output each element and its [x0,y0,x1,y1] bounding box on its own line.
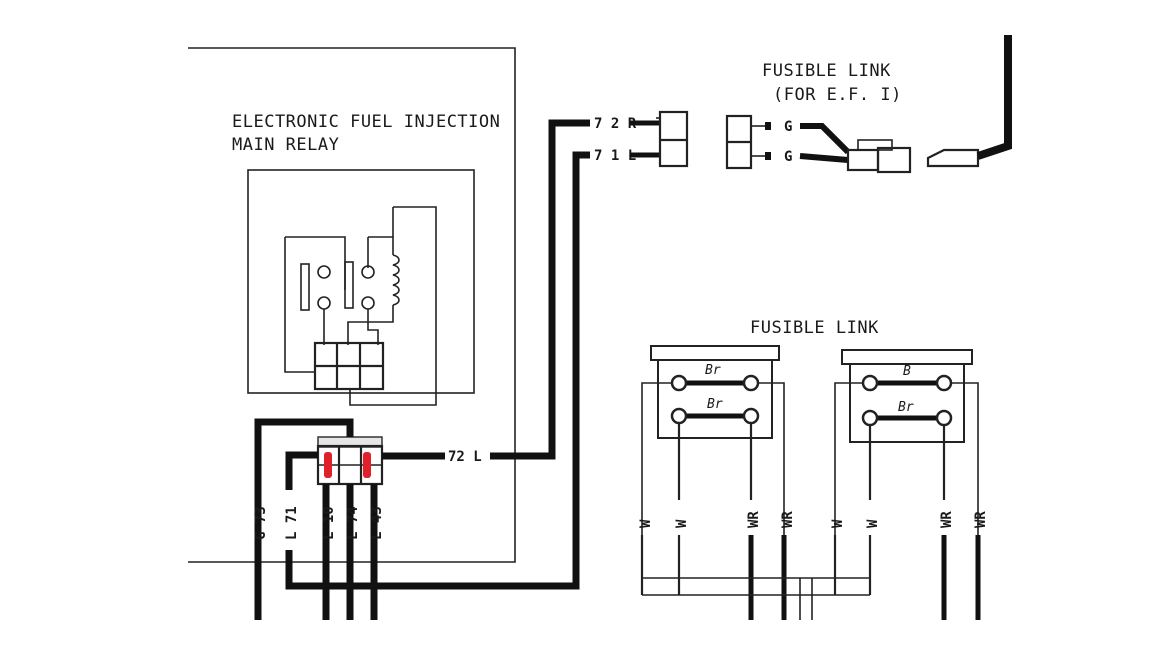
wire-label-l10: L 10 [321,506,337,540]
fl-wire-label-8: WR [973,511,989,528]
wire-label-l43: L 43 [369,506,385,540]
efi-wire-g-top: G [784,119,792,135]
fl-wire-label-4: WR [780,511,796,528]
fusible-right-top-label: B [903,364,911,379]
wire-label-g73: G 73 [253,506,269,540]
wire-label-72l: 72 L [448,449,482,465]
wire-label-71l: 7 1 L [594,148,636,164]
harness-wires [254,119,590,620]
highlight-mark-left [324,452,332,478]
fl-wire-label-2: W [674,519,690,528]
wire-label-l71: L 71 [284,506,300,540]
fl-wire-label-3: WR [746,511,762,528]
relay-title-line1: ELECTRONIC FUEL INJECTION [232,112,500,132]
fusible-right-bottom-label: Br [898,400,914,415]
efi-connector-female [725,114,771,170]
fusible-left-top-label: Br [705,363,721,378]
wire-label-l74: L 74 [345,506,361,540]
efi-fusible-link [846,35,1012,174]
wire-label-72r: 7 2 R [594,116,637,132]
efi-fusible-title-line1: FUSIBLE LINK [762,61,891,81]
efi-wire-g-bottom: G [784,149,792,165]
efi-fusible-title-line2: (FOR E.F. I) [773,85,902,105]
fl-wire-label-1: W [638,519,654,528]
fl-wire-label-7: WR [939,511,955,528]
harness-connector [316,436,384,486]
fusible-unit-right [834,349,979,595]
fl-wire-label-6: W [865,519,881,528]
fusible-lower-wiring [640,535,981,620]
fusible-unit-left [641,345,785,595]
fl-wire-label-5: W [830,519,846,528]
highlight-mark-right [363,452,371,478]
fusible-left-bottom-label: Br [707,397,723,412]
efi-connector-male [630,110,689,168]
relay-title-line2: MAIN RELAY [232,135,339,155]
main-fusible-title: FUSIBLE LINK [750,318,879,338]
main-relay [247,169,475,406]
